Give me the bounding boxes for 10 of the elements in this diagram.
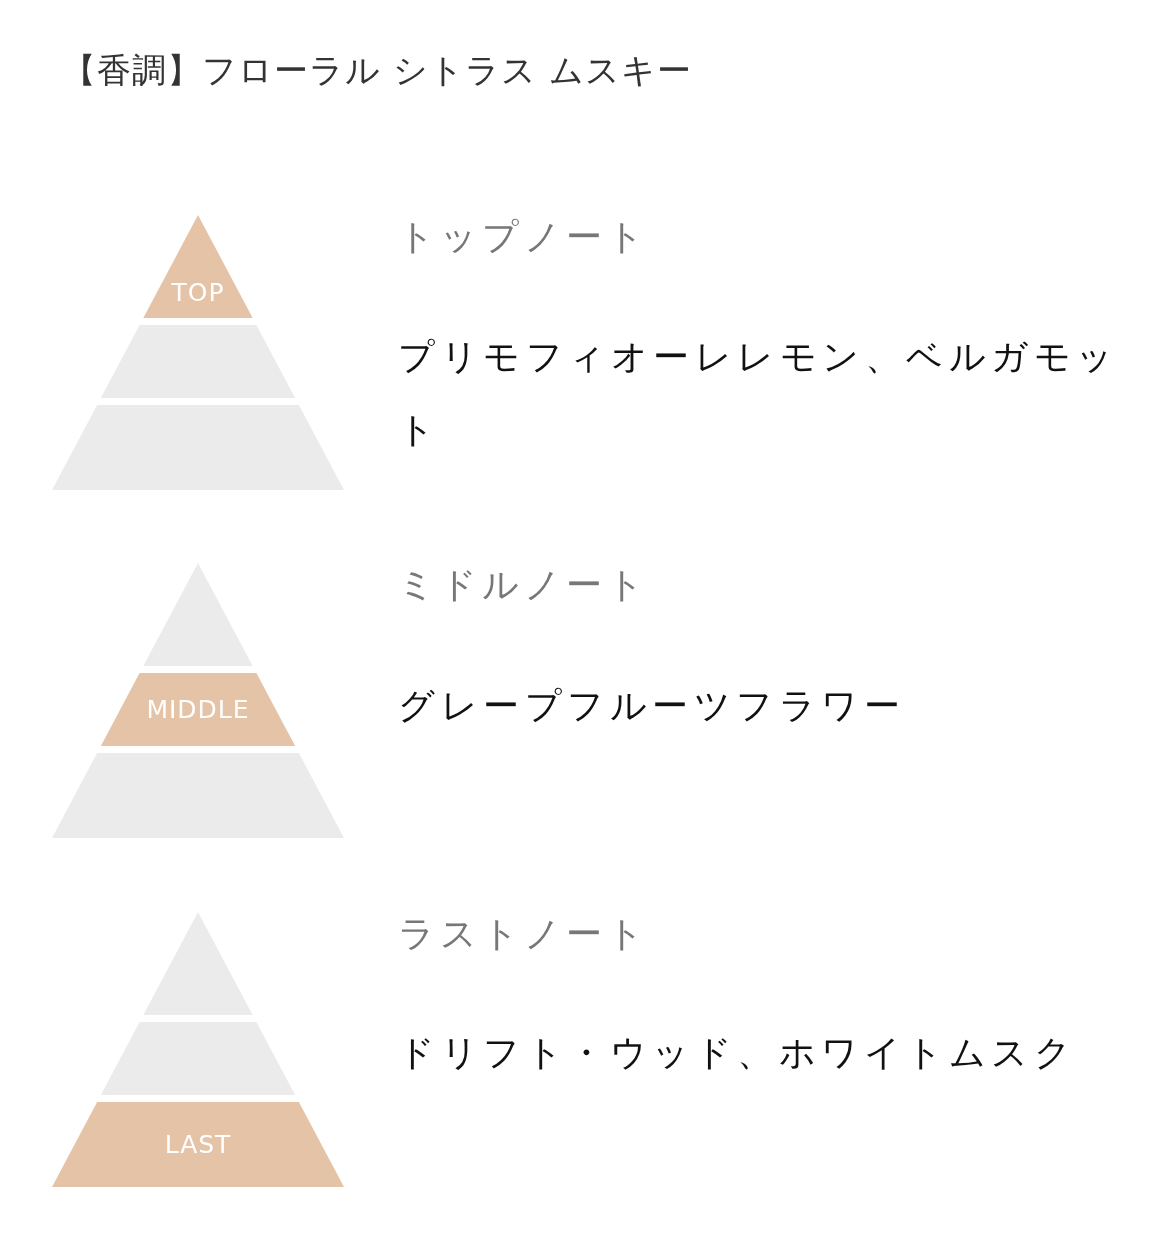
note-heading: トップノート — [398, 215, 649, 259]
tier-label: TOP — [171, 278, 225, 308]
note-description: ドリフト・ウッド、ホワイトムスク — [398, 1031, 1077, 1075]
page-title: 【香調】フローラル シトラス ムスキー — [62, 49, 692, 92]
tier-label: MIDDLE — [146, 694, 250, 725]
tier-label: LAST — [164, 1129, 232, 1160]
note-description: グレープフルーツフラワー — [398, 684, 906, 728]
note-description: プリモフィオーレレモン、ベルガモット — [398, 335, 1120, 452]
note-heading: ラストノート — [398, 912, 649, 956]
note-heading: ミドルノート — [398, 563, 649, 607]
